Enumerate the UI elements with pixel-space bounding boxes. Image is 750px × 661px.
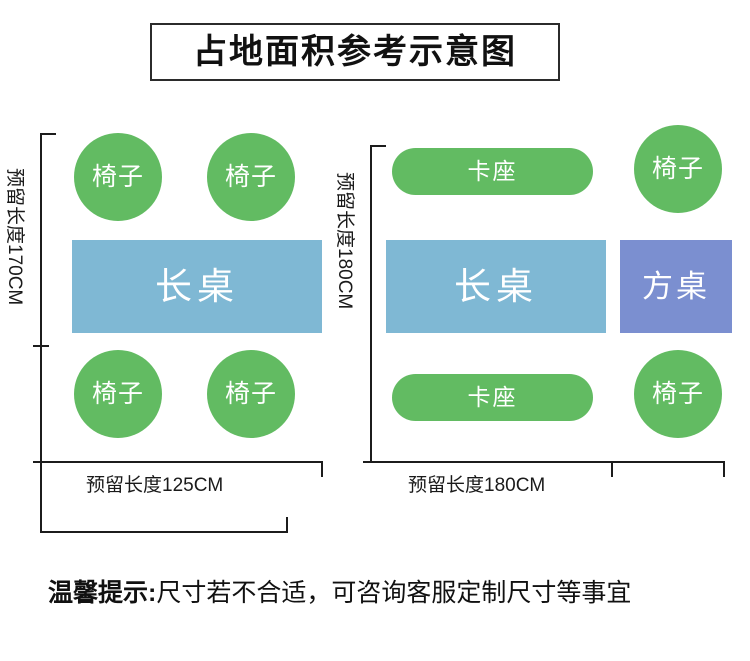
left-chair-bottom-left: 椅子 [74,350,162,438]
footer-note-prefix: 温馨提示: [48,579,157,607]
right-horizontal-dimension-label: 预留长度180CM [408,475,546,496]
right-horizontal-tick-right [723,461,725,477]
shape-label: 卡座 [467,158,518,184]
shape-label: 卡座 [467,384,518,410]
right-booth-bottom: 卡座 [392,374,593,421]
footer-note-text: 尺寸若不合适，可咨询客服定制尺寸等事宜 [156,579,632,607]
left-secondary-dimension-riser [40,461,42,533]
left-horizontal-dimension-line [40,461,323,463]
right-vertical-tick-top [370,145,386,147]
shape-label: 椅子 [651,379,704,408]
right-horizontal-dimension-line [370,461,725,463]
left-vertical-dimension-line [40,133,42,463]
shape-label: 长桌 [454,266,538,307]
right-vertical-dimension-label: 预留长度180CM [334,172,355,310]
page-title: 占地面积参考示意图 [193,33,517,71]
right-horizontal-tick-mid [611,461,613,477]
left-vertical-tick-top [40,133,56,135]
left-vertical-tick-mid [33,345,49,347]
right-chair-top: 椅子 [634,125,722,213]
left-horizontal-dimension-label: 预留长度125CM [86,475,224,496]
right-vertical-dimension-line [370,145,372,463]
shape-label: 椅子 [91,162,144,191]
right-long-table: 长桌 [386,240,606,333]
left-horizontal-tick-right [321,461,323,477]
right-chair-bottom: 椅子 [634,350,722,438]
shape-label: 长桌 [155,266,239,307]
left-secondary-dimension-line [40,531,288,533]
shape-label: 椅子 [224,379,277,408]
shape-label: 椅子 [224,162,277,191]
left-vertical-dimension-label: 预留长度170CM [4,168,25,306]
left-chair-top-left: 椅子 [74,133,162,221]
right-booth-top: 卡座 [392,148,593,195]
left-chair-bottom-right: 椅子 [207,350,295,438]
shape-label: 椅子 [91,379,144,408]
footer-note: 温馨提示:尺寸若不合适，可咨询客服定制尺寸等事宜 [48,578,631,608]
shape-label: 方桌 [642,269,710,304]
right-square-table: 方桌 [620,240,732,333]
left-chair-top-right: 椅子 [207,133,295,221]
left-secondary-dimension-tick [286,517,288,533]
shape-label: 椅子 [651,154,704,183]
diagram-title-box: 占地面积参考示意图 [150,23,560,81]
left-long-table: 长桌 [72,240,322,333]
